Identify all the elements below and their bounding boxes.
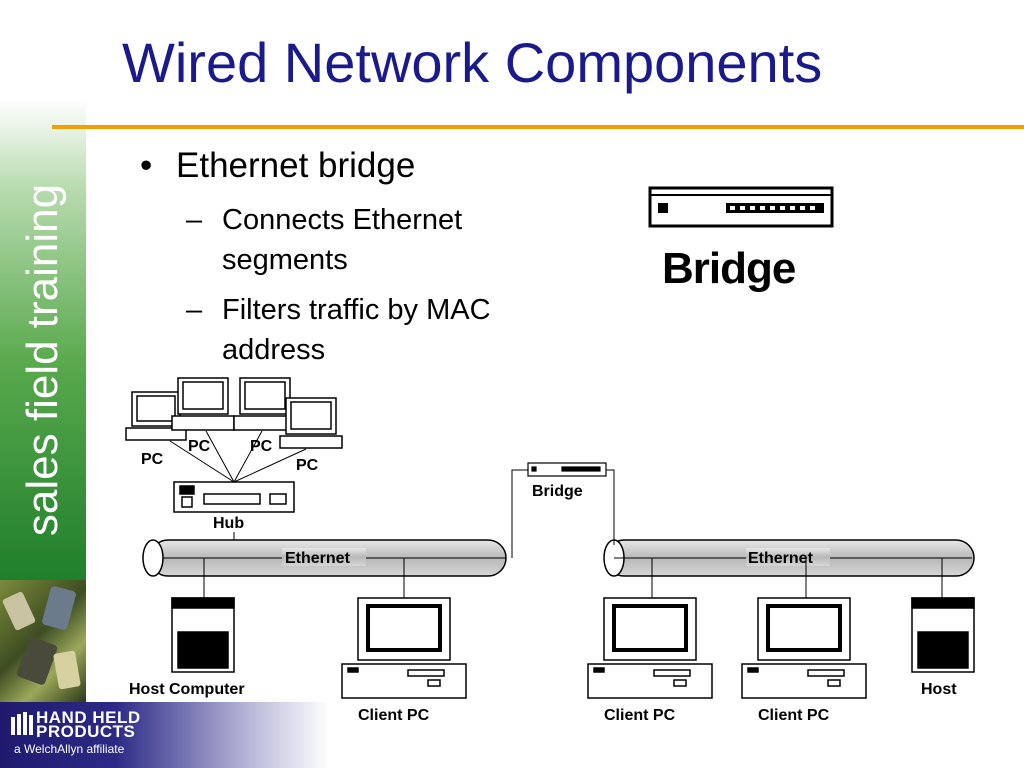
- bullet-text: Ethernet bridge: [176, 146, 416, 185]
- hub-label: Hub: [213, 515, 244, 532]
- hhp-logo-icon: [11, 712, 33, 735]
- logo-band: [0, 702, 330, 768]
- client-pc-label: Client PC: [604, 707, 676, 724]
- ethernet-label: Ethernet: [285, 550, 351, 567]
- sub-bullet-2: –Filters traffic by MAC address: [186, 290, 552, 370]
- host-computer-label: Host Computer: [129, 681, 245, 698]
- host-icon: [911, 597, 975, 673]
- affiliate-text: a WelchAllyn affiliate: [14, 742, 125, 756]
- bridge-small-icon: [527, 462, 607, 477]
- brand-name: HAND HELD PRODUCTS: [36, 708, 141, 741]
- bridge-caption: Bridge: [662, 244, 796, 293]
- pc-label: PC: [296, 457, 319, 474]
- client-pc-label: Client PC: [358, 707, 430, 724]
- hub-icon: [173, 481, 295, 513]
- sidebar-gradient: [0, 100, 86, 580]
- pc-label: PC: [188, 438, 211, 455]
- slide-title: Wired Network Components: [122, 31, 823, 94]
- pc-icon: [279, 397, 343, 449]
- drop-lines: [203, 558, 943, 598]
- sub-bullet-text: Connects Ethernet segments: [222, 204, 463, 276]
- ethernet-label: Ethernet: [748, 550, 814, 567]
- dash-glyph: –: [186, 204, 203, 236]
- client-pc-icon: [341, 597, 467, 699]
- bridge-label: Bridge: [532, 483, 583, 500]
- client-pc-icon: [741, 597, 867, 699]
- bullet-dot: •: [140, 146, 153, 185]
- pc-icon: [171, 377, 235, 431]
- hub-links: [169, 430, 307, 483]
- host-label: Host: [921, 681, 957, 698]
- title-rule: [52, 125, 1024, 129]
- brand-line-2: PRODUCTS: [36, 722, 136, 741]
- brand-line-1: HAND HELD: [36, 708, 141, 727]
- dash-glyph: –: [186, 294, 203, 326]
- sub-bullet-text: Filters traffic by MAC address: [222, 294, 491, 366]
- pc-label: PC: [141, 451, 164, 468]
- product-photo: [0, 580, 86, 702]
- client-pc-icon: [587, 597, 713, 699]
- bullet-item: • Ethernet bridge: [140, 146, 415, 186]
- bridge-device-icon: [648, 186, 834, 228]
- client-pc-label: Client PC: [758, 707, 830, 724]
- sub-bullet-1: –Connects Ethernet segments: [186, 200, 552, 280]
- host-computer-icon: [171, 597, 235, 673]
